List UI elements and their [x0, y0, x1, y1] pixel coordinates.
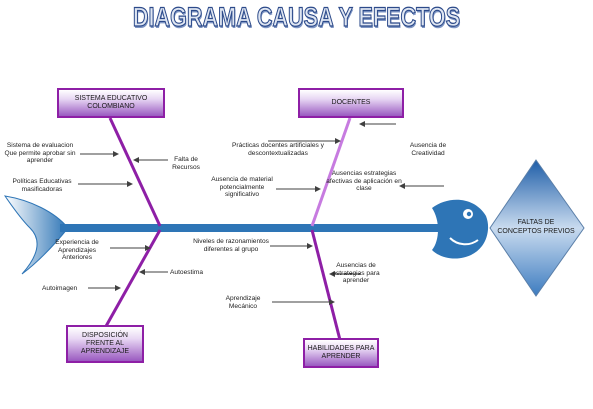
page-title: DIAGRAMA CAUSA Y EFECTOS — [132, 1, 461, 32]
bone-sistema — [108, 117, 162, 227]
category-sistema-educativo: SISTEMA EDUCATIVO COLOMBIANO — [57, 88, 165, 118]
fish-tail — [3, 195, 69, 275]
cause-niveles: Niveles de razonamientos diferentes al g… — [193, 238, 269, 253]
fish-mouth — [449, 237, 479, 246]
bone-disposicion — [103, 229, 162, 329]
category-habilidades: HABILIDADES PARA APRENDER — [303, 338, 379, 368]
bone-habilidades — [310, 229, 342, 341]
bone-docentes — [310, 117, 352, 227]
category-docentes: DOCENTES — [298, 88, 404, 118]
cause-ausencia-material: Ausencia de material potencialmente sign… — [211, 176, 273, 199]
fish-head — [432, 199, 489, 259]
cause-ausencia-creatividad: Ausencia de Creatividad — [409, 142, 447, 157]
cause-sistema-evaluacion: Sistema de evaluacion Que permite aproba… — [4, 142, 76, 165]
effect-diamond — [489, 159, 585, 297]
cause-autoimagen: Autoimagen — [42, 285, 78, 292]
cause-autoestima: Autoestima — [170, 269, 203, 276]
cause-politicas: Políticas Educativas masificadoras — [12, 178, 72, 193]
cause-experiencia: Experiencia de Aprendizajes Anteriores — [55, 239, 99, 262]
cause-practicas: Prácticas docentes artificiales y descon… — [232, 142, 324, 157]
cause-falta-recursos: Falta de Recursos — [172, 156, 200, 171]
cause-ausencias-aprender: Ausencias de estrategias para aprender — [332, 262, 380, 285]
cause-ausencias-afectivas: Ausencias estrategias afectivas de aplic… — [326, 170, 402, 193]
cause-aprendizaje-mecanico: Aprendizaje Mecánico — [225, 295, 261, 310]
category-disposicion: DISPOSICIÓN FRENTE AL APRENDIZAJE — [66, 325, 144, 363]
effect-label: FALTAS DE CONCEPTOS PREVIOS — [497, 219, 575, 235]
fish-spine — [60, 224, 440, 232]
